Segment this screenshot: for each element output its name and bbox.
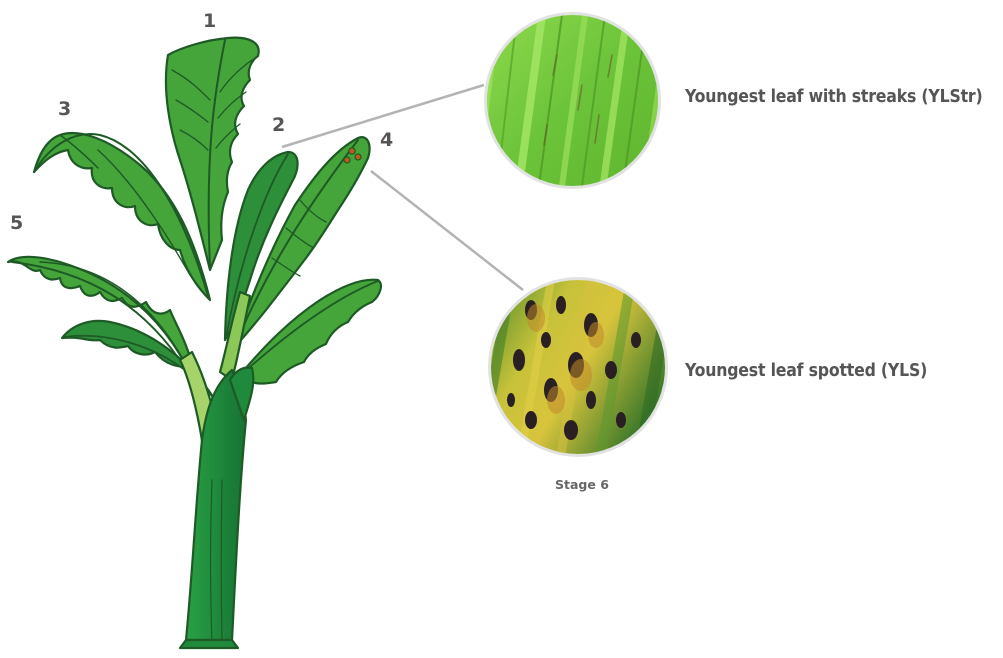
leaf-number-2: 2 bbox=[272, 114, 285, 136]
leaf-number-1: 1 bbox=[203, 10, 216, 32]
leader-line-spotted bbox=[371, 171, 523, 290]
pseudostem bbox=[180, 368, 253, 649]
leaf-number-5: 5 bbox=[10, 212, 23, 234]
stage-label: Stage 6 bbox=[555, 477, 609, 492]
streaks-caption: Youngest leaf with streaks (YLStr) bbox=[685, 87, 982, 107]
spotted-caption: Youngest leaf spotted (YLS) bbox=[685, 361, 927, 381]
spotted-photo bbox=[488, 277, 668, 457]
streaks-photo bbox=[484, 12, 661, 189]
leaf-number-4: 4 bbox=[380, 129, 393, 151]
leaf-number-3: 3 bbox=[58, 98, 71, 120]
